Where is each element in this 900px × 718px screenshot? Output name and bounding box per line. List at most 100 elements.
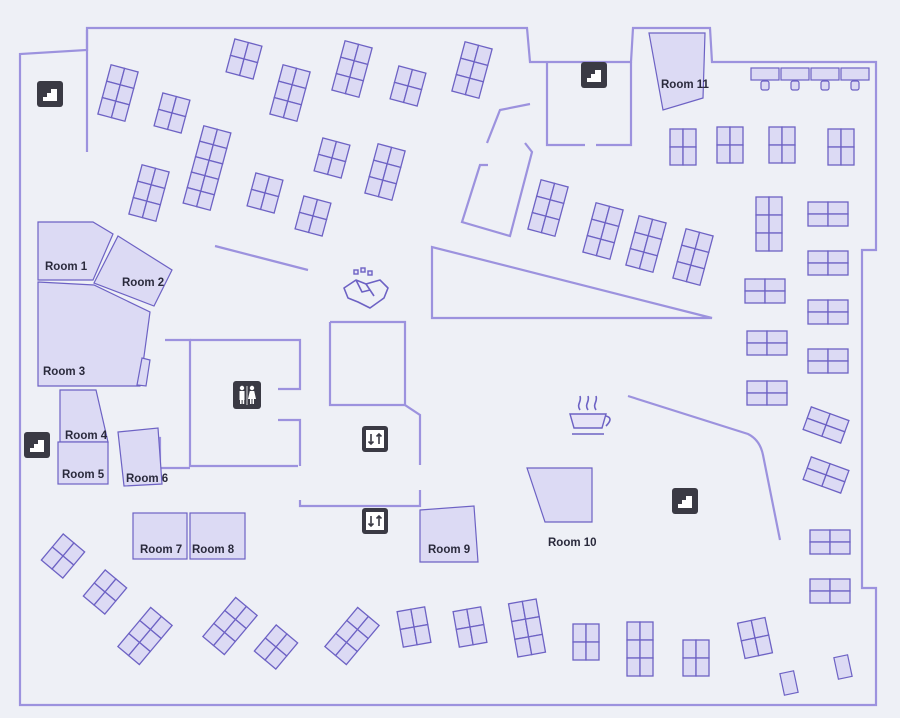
desk[interactable] bbox=[746, 380, 768, 394]
desk[interactable] bbox=[764, 290, 786, 304]
desk[interactable] bbox=[682, 639, 697, 659]
desk[interactable] bbox=[766, 392, 788, 406]
desk[interactable] bbox=[809, 578, 831, 592]
desk[interactable] bbox=[744, 290, 766, 304]
desk-cluster[interactable] bbox=[331, 39, 373, 99]
desk[interactable] bbox=[695, 639, 710, 659]
desk[interactable] bbox=[166, 112, 187, 134]
desk[interactable] bbox=[746, 330, 768, 344]
desk[interactable] bbox=[755, 196, 770, 216]
desk[interactable] bbox=[807, 360, 829, 374]
desk[interactable] bbox=[768, 214, 783, 234]
desk[interactable] bbox=[464, 77, 485, 100]
desk[interactable] bbox=[626, 639, 641, 659]
desk[interactable] bbox=[829, 578, 851, 592]
desk[interactable] bbox=[829, 541, 851, 555]
desk[interactable] bbox=[195, 190, 216, 212]
desk-cluster[interactable] bbox=[389, 65, 427, 107]
desk-cluster[interactable] bbox=[313, 137, 351, 179]
desk[interactable] bbox=[585, 641, 600, 661]
desk[interactable] bbox=[807, 262, 829, 276]
desk[interactable] bbox=[755, 232, 770, 252]
desk-cluster[interactable] bbox=[768, 126, 796, 164]
desk-cluster[interactable] bbox=[451, 40, 493, 100]
desk[interactable] bbox=[638, 251, 659, 274]
desk[interactable] bbox=[540, 215, 561, 238]
room-1-shape[interactable] bbox=[37, 221, 114, 281]
desk[interactable] bbox=[729, 126, 744, 146]
desk[interactable] bbox=[264, 646, 288, 670]
desk[interactable] bbox=[807, 311, 829, 325]
desk[interactable] bbox=[829, 529, 851, 543]
desk[interactable] bbox=[750, 616, 770, 639]
desk[interactable] bbox=[827, 348, 849, 362]
desk[interactable] bbox=[781, 126, 796, 146]
desk-cluster[interactable] bbox=[582, 201, 624, 261]
desk[interactable] bbox=[768, 126, 783, 146]
desk[interactable] bbox=[827, 299, 849, 313]
desk[interactable] bbox=[334, 641, 359, 666]
desk-cluster[interactable] bbox=[746, 380, 788, 406]
desk[interactable] bbox=[766, 330, 788, 344]
desk[interactable] bbox=[821, 474, 846, 494]
desk-cluster[interactable] bbox=[201, 596, 259, 656]
handshake-icon[interactable] bbox=[343, 267, 389, 309]
desk-cluster[interactable] bbox=[744, 278, 786, 304]
desk[interactable] bbox=[755, 214, 770, 234]
desk[interactable] bbox=[807, 250, 829, 264]
desk[interactable] bbox=[282, 100, 303, 123]
desk-cluster[interactable] bbox=[626, 621, 654, 677]
desk[interactable] bbox=[259, 192, 280, 214]
desk[interactable] bbox=[127, 641, 152, 666]
desk[interactable] bbox=[682, 657, 697, 677]
desk[interactable] bbox=[626, 621, 641, 641]
desk[interactable] bbox=[827, 128, 842, 148]
desk[interactable] bbox=[682, 128, 697, 148]
desk[interactable] bbox=[212, 631, 237, 656]
desk-cluster[interactable] bbox=[572, 623, 600, 661]
desk[interactable] bbox=[326, 157, 347, 179]
desk-cluster[interactable] bbox=[452, 606, 488, 648]
desk-cluster[interactable] bbox=[682, 639, 710, 677]
desk[interactable] bbox=[716, 144, 731, 164]
desk[interactable] bbox=[410, 606, 429, 628]
desk[interactable] bbox=[51, 555, 75, 579]
desk[interactable] bbox=[827, 250, 849, 264]
desk[interactable] bbox=[809, 541, 831, 555]
desk[interactable] bbox=[754, 634, 774, 657]
desk-cluster[interactable] bbox=[294, 195, 332, 237]
desk[interactable] bbox=[639, 621, 654, 641]
desk[interactable] bbox=[402, 85, 423, 107]
desk[interactable] bbox=[572, 623, 587, 643]
desk[interactable] bbox=[821, 424, 846, 444]
room-5-shape[interactable] bbox=[57, 441, 109, 485]
desk-cluster[interactable] bbox=[527, 178, 569, 238]
desk[interactable] bbox=[466, 606, 485, 628]
room-9-shape[interactable] bbox=[419, 505, 479, 563]
desk[interactable] bbox=[585, 623, 600, 643]
desk-cluster[interactable] bbox=[116, 606, 174, 666]
desk[interactable] bbox=[768, 196, 783, 216]
desk[interactable] bbox=[827, 146, 842, 166]
desk[interactable] bbox=[807, 213, 829, 227]
desk-cluster[interactable] bbox=[669, 128, 697, 166]
restroom-icon[interactable] bbox=[233, 381, 261, 409]
desk-cluster[interactable] bbox=[807, 201, 849, 227]
desk[interactable] bbox=[827, 201, 849, 215]
desk[interactable] bbox=[809, 529, 831, 543]
desk[interactable] bbox=[716, 126, 731, 146]
desk[interactable] bbox=[626, 657, 641, 677]
desk[interactable] bbox=[527, 633, 547, 656]
coffee-icon[interactable] bbox=[569, 395, 611, 435]
desk[interactable] bbox=[768, 232, 783, 252]
desk-cluster[interactable] bbox=[246, 172, 284, 214]
room-8-shape[interactable] bbox=[189, 512, 246, 560]
desk-cluster[interactable] bbox=[82, 569, 128, 615]
desk[interactable] bbox=[807, 348, 829, 362]
desk[interactable] bbox=[840, 128, 855, 148]
stairs-icon[interactable] bbox=[581, 62, 607, 88]
room-6-shape[interactable] bbox=[117, 427, 163, 487]
desk-cluster[interactable] bbox=[153, 92, 191, 134]
desk-cluster[interactable] bbox=[40, 533, 86, 579]
